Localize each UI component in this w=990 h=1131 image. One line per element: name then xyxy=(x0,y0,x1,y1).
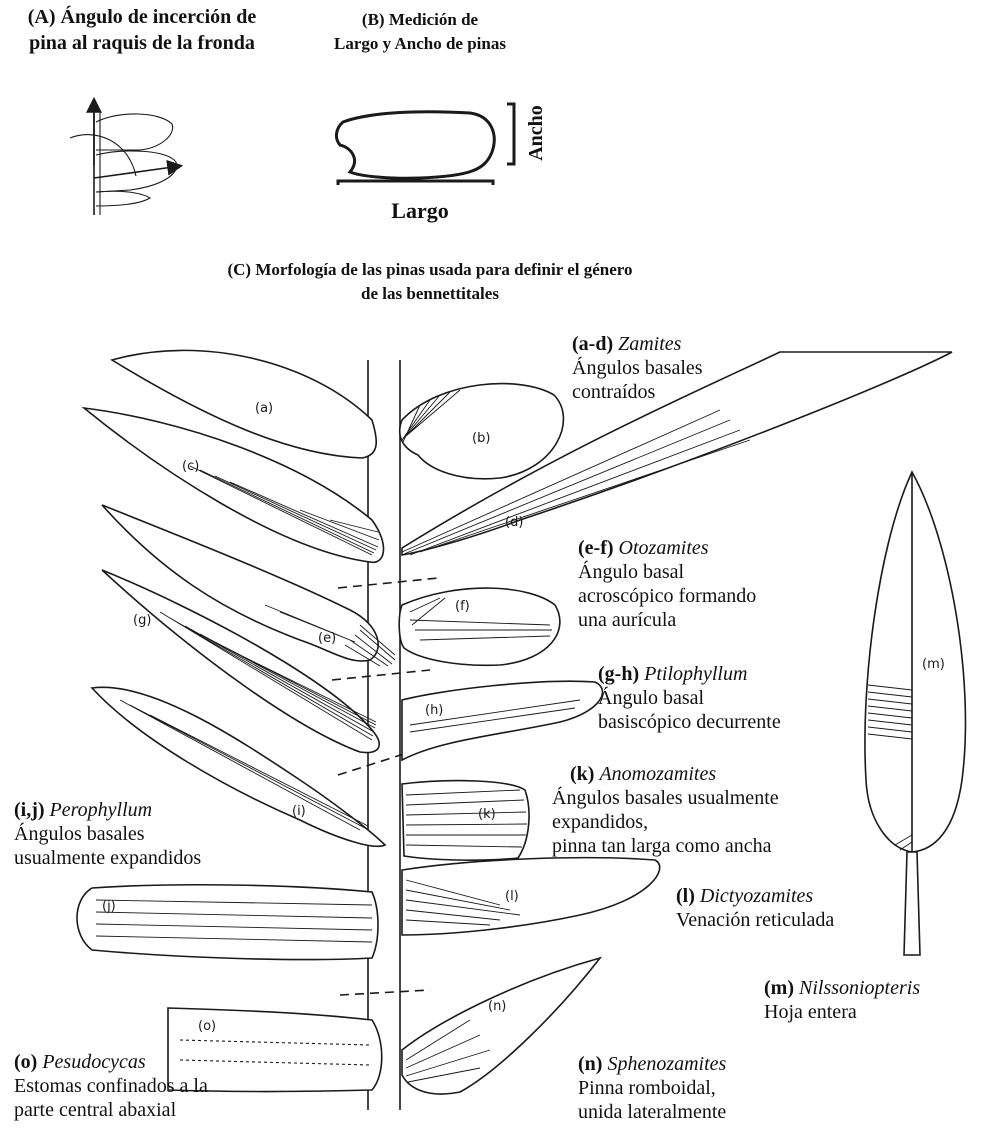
pinna-l xyxy=(402,858,660,935)
insertion-angle-drawing xyxy=(70,100,180,215)
pinna-n xyxy=(402,958,600,1094)
pinna-h xyxy=(402,681,602,760)
length-label: Largo xyxy=(360,198,480,224)
length-width-drawing xyxy=(336,104,514,185)
caption-ij: (i,j) Perophyllum Ángulos basales usualm… xyxy=(14,798,201,870)
letter-k: (k) xyxy=(478,807,496,822)
caption-ef: (e-f) Otozamites Ángulo basal acroscópic… xyxy=(578,536,756,632)
caption-ad: (a-d) Zamites Ángulos basales contraídos xyxy=(572,332,703,404)
letter-l: (l) xyxy=(505,889,519,904)
letter-a: (a) xyxy=(255,401,273,416)
caption-gh: (g-h) Ptilophyllum Ángulo basal basiscóp… xyxy=(598,662,781,734)
letter-o: (o) xyxy=(198,1019,216,1034)
letter-n: (n) xyxy=(488,999,506,1014)
letter-m: (m) xyxy=(922,657,945,672)
letter-c: (c) xyxy=(182,459,199,474)
pinna-f xyxy=(399,588,560,665)
letter-e: (e) xyxy=(318,631,336,646)
letter-g: (g) xyxy=(133,613,151,628)
caption-o: (o) Pesudocycas Estomas confinados a la … xyxy=(14,1050,208,1122)
pinna-j xyxy=(77,885,378,960)
caption-k: (k) Anomozamites Ángulos basales usualme… xyxy=(552,762,779,858)
caption-l: (l) Dictyozamites Venación reticulada xyxy=(676,884,834,932)
pinna-m xyxy=(865,472,966,955)
width-label: Ancho xyxy=(525,103,555,163)
caption-m: (m) Nilssoniopteris Hoja entera xyxy=(764,976,920,1024)
caption-n: (n) Sphenozamites Pinna romboidal, unida… xyxy=(578,1052,726,1124)
letter-j: (j) xyxy=(102,899,116,914)
letter-d: (d) xyxy=(505,515,523,530)
letter-i: (i) xyxy=(292,804,306,819)
letter-h: (h) xyxy=(425,703,443,718)
letter-b: (b) xyxy=(472,431,490,446)
letter-f: (f) xyxy=(455,599,470,614)
pinna-k xyxy=(402,781,529,861)
